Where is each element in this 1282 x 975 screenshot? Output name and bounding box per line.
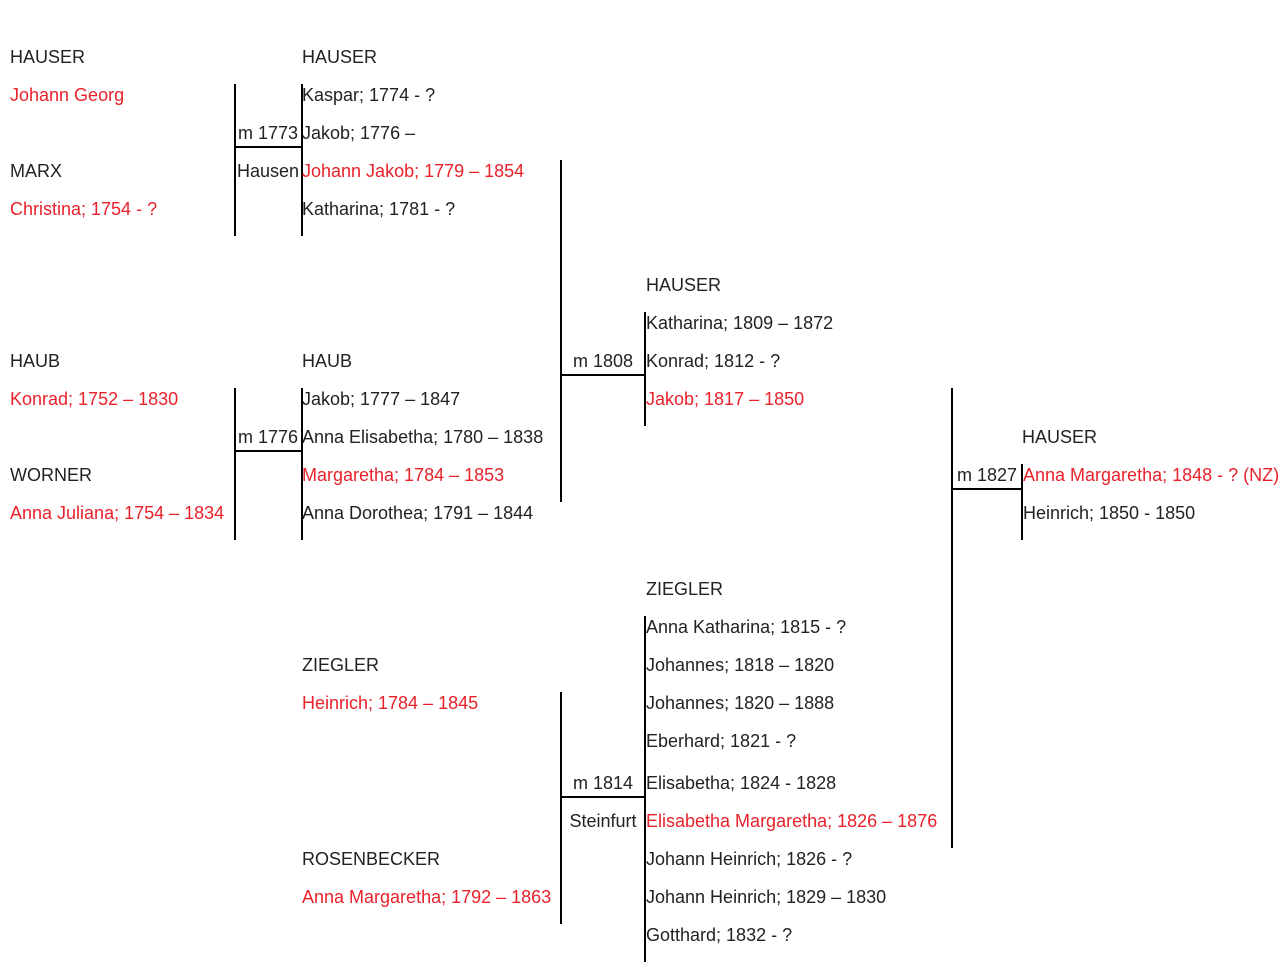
marriage-label-1827: m 1827 (956, 465, 1018, 485)
children-bracket-1776 (301, 388, 303, 540)
child-katharina-1809: Katharina; 1809 – 1872 (646, 313, 834, 333)
child-elisabetha-margaretha: Elisabetha Margaretha; 1826 – 1876 (646, 811, 938, 831)
children-bracket-1827 (1021, 464, 1023, 540)
marriage-label-1814: m 1814 (572, 773, 634, 793)
person-konrad: Konrad; 1752 – 1830 (10, 389, 179, 409)
child-johann-heinrich-1829: Johann Heinrich; 1829 – 1830 (646, 887, 887, 907)
marriage-place-hausen: Hausen (236, 161, 300, 181)
couple-bracket-1808 (560, 160, 562, 502)
child-jakob-1776: Jakob; 1776 – (302, 123, 416, 143)
couple-bracket-1827 (951, 388, 953, 848)
child-johann-heinrich-1826: Johann Heinrich; 1826 - ? (646, 849, 853, 869)
surname-ziegler-gen2: ZIEGLER (302, 655, 380, 675)
child-anna-elisabetha: Anna Elisabetha; 1780 – 1838 (302, 427, 544, 447)
person-anna-juliana: Anna Juliana; 1754 – 1834 (10, 503, 225, 523)
child-johannes-1820: Johannes; 1820 – 1888 (646, 693, 835, 713)
child-katharina-1781: Katharina; 1781 - ? (302, 199, 456, 219)
child-jakob-1777: Jakob; 1777 – 1847 (302, 389, 461, 409)
surname-worner: WORNER (10, 465, 92, 485)
child-gotthard: Gotthard; 1832 - ? (646, 925, 793, 945)
marriage-link-1776 (234, 450, 302, 452)
marriage-link-1814 (560, 796, 645, 798)
child-johann-jakob: Johann Jakob; 1779 – 1854 (302, 161, 525, 181)
child-konrad-1812: Konrad; 1812 - ? (646, 351, 781, 371)
child-anna-dorothea: Anna Dorothea; 1791 – 1844 (302, 503, 534, 523)
person-johann-georg: Johann Georg (10, 85, 125, 105)
surname-hauser-gen4: HAUSER (1022, 427, 1098, 447)
couple-bracket-1776 (234, 388, 236, 540)
marriage-link-1808 (560, 374, 645, 376)
child-elisabetha-1824: Elisabetha; 1824 - 1828 (646, 773, 837, 793)
child-eberhard: Eberhard; 1821 - ? (646, 731, 797, 751)
child-kaspar: Kaspar; 1774 - ? (302, 85, 436, 105)
child-anna-margaretha-1848: Anna Margaretha; 1848 - ? (NZ) (1023, 465, 1280, 485)
child-heinrich-1850: Heinrich; 1850 - 1850 (1023, 503, 1196, 523)
child-anna-katharina: Anna Katharina; 1815 - ? (646, 617, 847, 637)
marriage-place-steinfurt: Steinfurt (569, 811, 637, 831)
surname-haub-gen2: HAUB (302, 351, 353, 371)
marriage-link-1773 (234, 146, 302, 148)
marriage-link-1827 (951, 488, 1022, 490)
marriage-label-1808: m 1808 (572, 351, 634, 371)
surname-hauser-gen1: HAUSER (10, 47, 86, 67)
children-bracket-1773 (301, 84, 303, 236)
surname-ziegler-gen3: ZIEGLER (646, 579, 724, 599)
person-heinrich: Heinrich; 1784 – 1845 (302, 693, 479, 713)
surname-hauser-gen3: HAUSER (646, 275, 722, 295)
couple-bracket-1814 (560, 692, 562, 924)
child-johannes-1818: Johannes; 1818 – 1820 (646, 655, 835, 675)
couple-bracket-1773 (234, 84, 236, 236)
surname-rosenbecker: ROSENBECKER (302, 849, 441, 869)
child-jakob-1817: Jakob; 1817 – 1850 (646, 389, 805, 409)
surname-marx: MARX (10, 161, 63, 181)
child-margaretha: Margaretha; 1784 – 1853 (302, 465, 505, 485)
marriage-label-1776: m 1776 (237, 427, 299, 447)
surname-hauser-gen2: HAUSER (302, 47, 378, 67)
marriage-label-1773: m 1773 (237, 123, 299, 143)
children-bracket-1814 (644, 616, 646, 962)
surname-haub-gen1: HAUB (10, 351, 61, 371)
person-anna-margaretha-rosenbecker: Anna Margaretha; 1792 – 1863 (302, 887, 552, 907)
children-bracket-1808 (644, 312, 646, 426)
person-christina: Christina; 1754 - ? (10, 199, 158, 219)
